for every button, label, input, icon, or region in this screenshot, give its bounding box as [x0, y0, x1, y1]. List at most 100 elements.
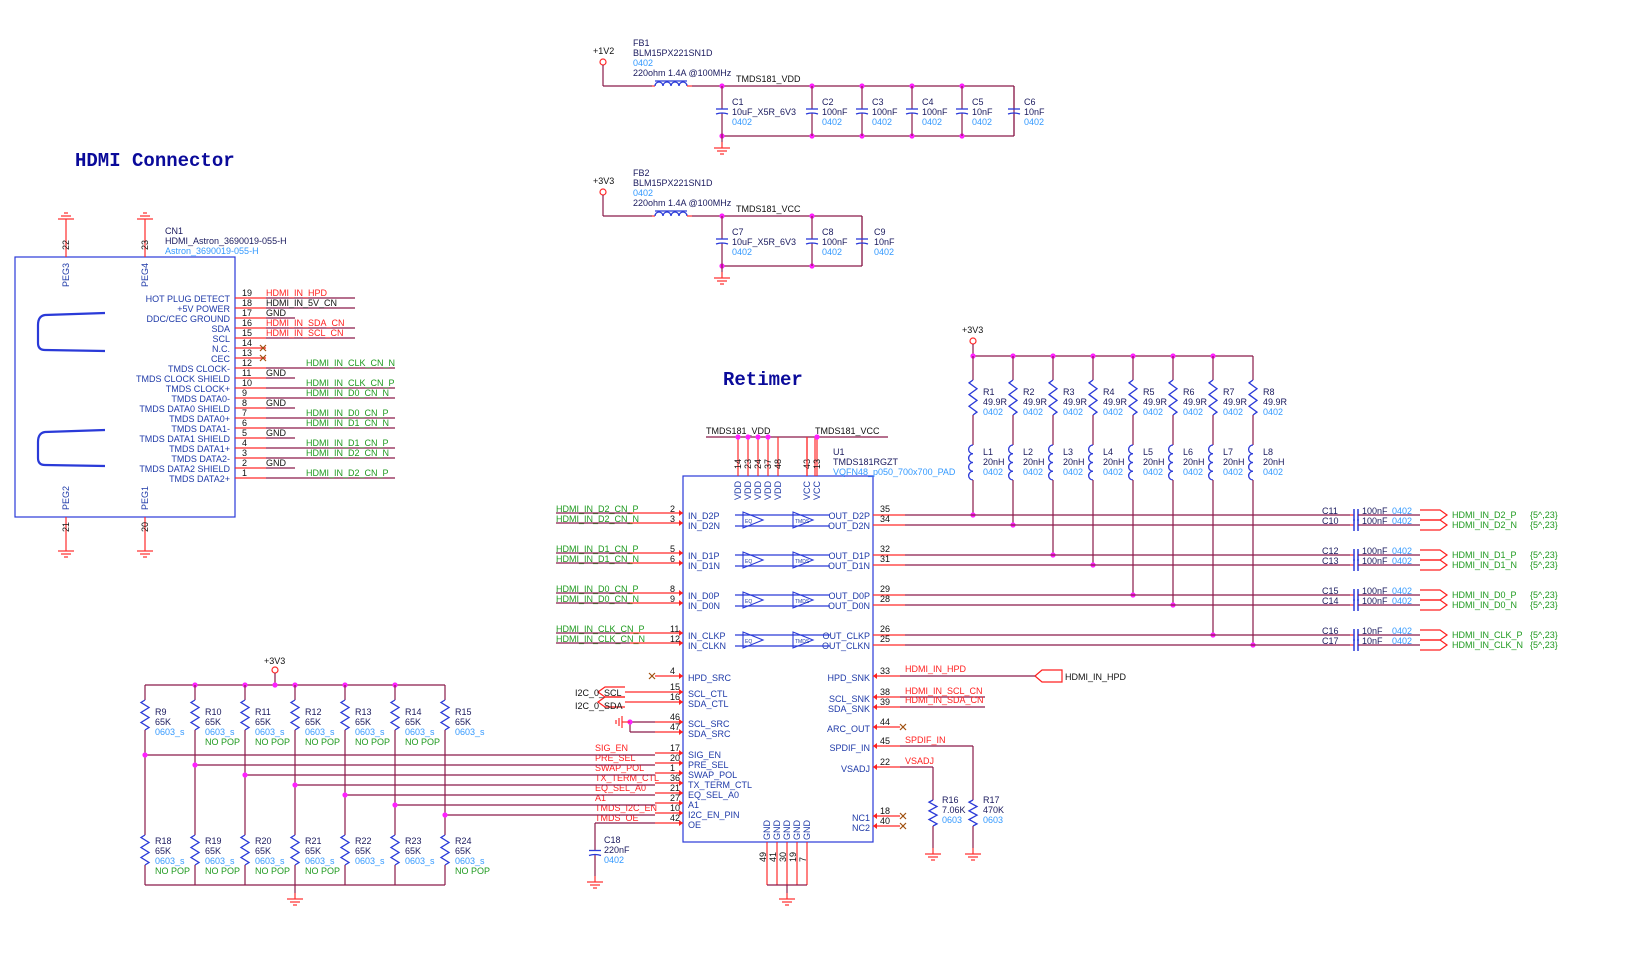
- retimer-pin-number: 33: [880, 666, 890, 676]
- pin-arrow-icon: [679, 510, 683, 516]
- cap-package: 0402: [872, 117, 892, 127]
- peg-pin: 21: [61, 522, 71, 532]
- retimer-pin-label: IN_CLKP: [688, 631, 726, 641]
- i2c-sda-net: I2C_0_SDA: [575, 701, 623, 711]
- buffer-icon: [742, 591, 765, 609]
- term-ind-value: 20nH: [1223, 457, 1245, 467]
- ac-cap-value: 100nF: [1362, 556, 1388, 566]
- offpage-shape: [1420, 519, 1449, 531]
- strap-res-value: 65K: [305, 846, 321, 856]
- buffer-label: TMDS: [795, 639, 810, 645]
- strap-net-label: SIG_EN: [595, 743, 628, 753]
- strap-res-package: 0603_s: [305, 856, 335, 866]
- retimer-pin-number: 28: [880, 594, 890, 604]
- connector-net-label: HDMI_IN_D1_CN_P: [306, 438, 389, 448]
- connector-net-label: HDMI_IN_HPD: [266, 288, 328, 298]
- connector-pin-label: SCL: [212, 334, 230, 344]
- cap-value: 100nF: [872, 107, 898, 117]
- term-ind-ref: L2: [1023, 447, 1033, 457]
- retimer-pin-number: 4: [670, 666, 675, 676]
- strap-res-value: 65K: [305, 717, 321, 727]
- peg-pin: 22: [61, 240, 71, 250]
- junction-dot: [392, 802, 398, 808]
- resistor-icon: [239, 834, 251, 866]
- pin-arrow-icon: [679, 550, 683, 556]
- ac-cap-net: HDMI_IN_D0_P: [1452, 590, 1517, 600]
- ac-cap-package: 0402: [1392, 516, 1412, 526]
- resistor-icon: [189, 699, 201, 731]
- offpage-shape: [1420, 559, 1449, 571]
- gnd-pin-number: 49: [758, 852, 768, 862]
- strap-res-package: 0603_s: [205, 856, 235, 866]
- ac-cap-ref: C16: [1322, 626, 1339, 636]
- pin-arrow-icon: [873, 694, 877, 700]
- connector-pin-number: 17: [242, 308, 252, 318]
- offpage-shape: [1420, 599, 1449, 611]
- term-res-ref: R4: [1103, 387, 1115, 397]
- filter-package: 0402: [633, 188, 653, 198]
- offpage-shape: [1420, 639, 1449, 651]
- strap-res-package: 0603_s: [255, 727, 285, 737]
- power-rail-icon: [271, 666, 279, 674]
- inductor-icon: [967, 444, 974, 481]
- strap-res-note: NO POP: [255, 866, 290, 876]
- connector-pin-label: TMDS DATA2 SHIELD: [139, 464, 230, 474]
- strap-res-value: 65K: [205, 846, 221, 856]
- connector-pin-label: TMDS CLOCK SHIELD: [136, 374, 231, 384]
- retimer-pin-label: OUT_D0P: [828, 591, 870, 601]
- connector-body: [14, 256, 236, 518]
- vdd-pin-number: 37: [763, 459, 773, 469]
- cap-package: 0402: [732, 247, 752, 257]
- offpage-shape: [596, 696, 625, 708]
- term-res-value: 49.9R: [1263, 397, 1288, 407]
- cap-ref: C2: [822, 97, 834, 107]
- term-res-value: 49.9R: [1063, 397, 1088, 407]
- retimer-in-net: HDMI_IN_CLK_CN_N: [556, 634, 645, 644]
- cap-value: 10nF: [972, 107, 993, 117]
- term-res-package: 0402: [1063, 407, 1083, 417]
- pin-arrow-icon: [679, 673, 683, 679]
- strap-res-ref: R22: [355, 836, 372, 846]
- pin-arrow-icon: [679, 719, 683, 725]
- connector-pin-label: TMDS DATA1 SHIELD: [139, 434, 230, 444]
- strap-res-value: 65K: [155, 717, 171, 727]
- strap-res-ref: R24: [455, 836, 472, 846]
- no-connect-icon: [648, 672, 656, 680]
- term-res-ref: R1: [983, 387, 995, 397]
- offpage-connector-icon: [1420, 589, 1449, 601]
- vdd-net-label: TMDS181_VDD: [706, 426, 771, 436]
- ac-cap-value: 100nF: [1362, 546, 1388, 556]
- no-connect-icon: [899, 812, 907, 820]
- cap-value: 10nF: [1024, 107, 1045, 117]
- ac-cap-ref: C15: [1322, 586, 1339, 596]
- ground-icon: [587, 876, 603, 889]
- filter-spec: 220ohm 1.4A @100MHz: [633, 198, 732, 208]
- retimer-pin-number: 34: [880, 514, 890, 524]
- resistor-icon: [289, 834, 301, 866]
- term-ind-ref: L1: [983, 447, 993, 457]
- connector-shell-icon: [36, 311, 106, 353]
- peg-pin: 23: [140, 240, 150, 250]
- vdd-pin-number: 23: [743, 459, 753, 469]
- term-ind-value: 20nH: [983, 457, 1005, 467]
- retimer-pin-label: IN_D0N: [688, 601, 720, 611]
- retimer-pin-number: 44: [880, 717, 890, 727]
- strap-res-package: 0603_s: [355, 856, 385, 866]
- r16-ref: R16: [942, 795, 959, 805]
- retimer-pin-number: 22: [880, 757, 890, 767]
- power-rail-icon: [969, 337, 977, 345]
- ac-cap-page-ref: {5^,23}: [1530, 630, 1558, 640]
- peg-name: PEG4: [140, 263, 150, 287]
- filter-part: BLM15PX221SN1D: [633, 48, 713, 58]
- term-ind-ref: L4: [1103, 447, 1113, 457]
- term-ind-value: 20nH: [1183, 457, 1205, 467]
- retimer-in-net: HDMI_IN_D1_CN_P: [556, 544, 639, 554]
- cap-value: 100nF: [922, 107, 948, 117]
- power-rail-icon: [599, 58, 607, 66]
- strap-net-label: TMDS_OE: [595, 813, 639, 823]
- power-rail-label: +1V2: [593, 46, 614, 56]
- connector-pin-label: CEC: [211, 354, 231, 364]
- junction-dot: [142, 752, 148, 758]
- term-res-package: 0402: [1183, 407, 1203, 417]
